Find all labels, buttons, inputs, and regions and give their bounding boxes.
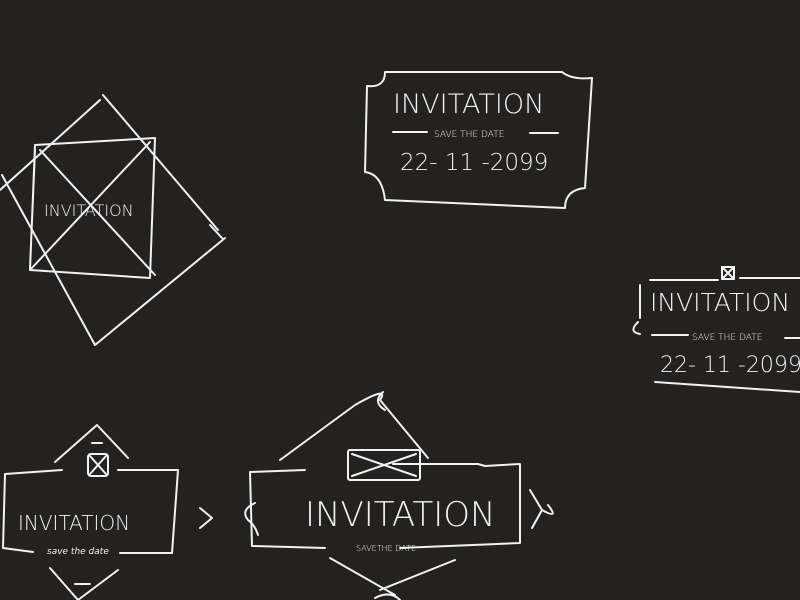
sketch3-title: INVITATION xyxy=(650,288,790,317)
sketch4-subtitle: save the date xyxy=(47,547,109,557)
sketch5-title: INVITATION xyxy=(305,495,496,535)
sketch2-subtitle: SAVE THE DATE xyxy=(434,130,504,140)
sketch-right-invitation: INVITATION SAVE THE DATE 22- 11 -2099 xyxy=(632,266,800,393)
sketch3-subtitle: SAVE THE DATE xyxy=(692,333,762,343)
sketch3-date: 22- 11 -2099 xyxy=(660,353,800,378)
sketch-bottom-left-invitation: INVITATION save the date xyxy=(2,424,213,600)
sketch1-title: INVITATION xyxy=(44,201,134,220)
sketch2-date: 22- 11 -2099 xyxy=(400,150,548,176)
sketch-bottom-center-invitation: INVITATION SAVETHE DATE xyxy=(244,391,554,600)
sketch-diamond-invitation: INVITATION xyxy=(0,94,226,346)
sketch4-title: INVITATION xyxy=(18,511,130,535)
sketch-ticket-invitation: INVITATION SAVE THE DATE 22- 11 -2099 xyxy=(364,71,593,209)
sketch5-subtitle: SAVETHE DATE xyxy=(356,544,416,553)
sketch2-title: INVITATION xyxy=(393,89,544,120)
